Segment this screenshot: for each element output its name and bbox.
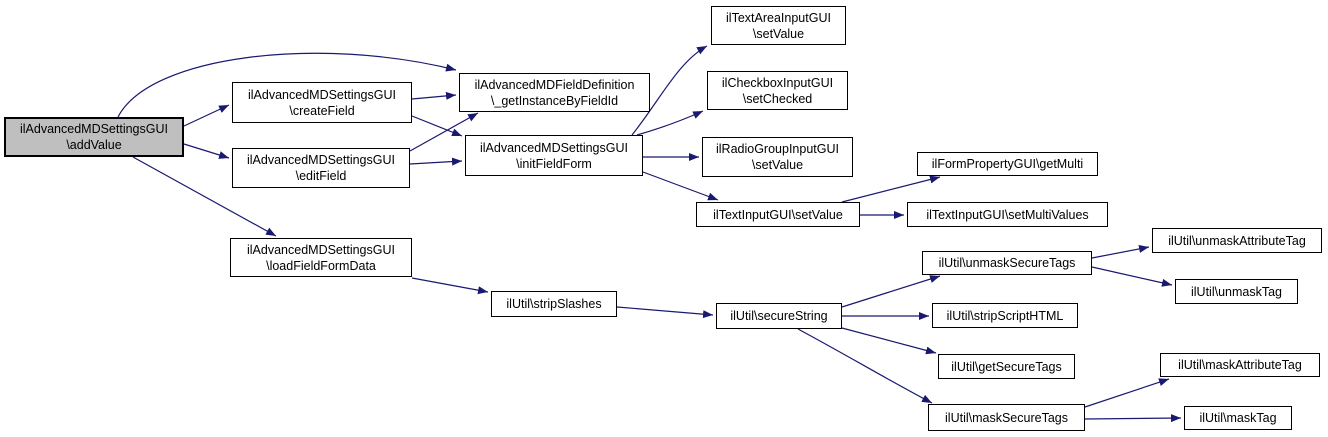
node-label: \createField: [289, 103, 355, 118]
node-label: ilAdvancedMDSettingsGUI: [247, 242, 395, 257]
node-label: ilUtil\secureString: [730, 309, 828, 323]
edge-loadfieldformdata-stripslashes: [411, 277, 489, 295]
node-label: ilUtil\maskAttributeTag: [1178, 358, 1302, 372]
edge-masksecuretags-maskattributetag: [1084, 378, 1170, 408]
node-masksecuretags[interactable]: ilUtil\maskSecureTags: [928, 404, 1085, 431]
node-addvalue: ilAdvancedMDSettingsGUI \addValue: [4, 117, 184, 157]
node-label: ilAdvancedMDSettingsGUI: [248, 87, 396, 102]
node-label: ilUtil\maskTag: [1199, 411, 1277, 425]
node-label: ilCheckboxInputGUI: [721, 75, 834, 90]
edge-initfieldform-textareasetvalue: [631, 45, 708, 136]
edge-securestring-masksecuretags: [797, 328, 933, 404]
node-label: ilUtil\unmaskAttributeTag: [1168, 233, 1306, 248]
node-label: ilUtil\stripScriptHTML: [946, 308, 1064, 323]
node-label: \editField: [295, 169, 347, 183]
node-label: ilAdvancedMDFieldDefinition: [474, 77, 635, 92]
edge-initfieldform-textsetvalue: [642, 171, 719, 201]
node-label: ilUtil\unmaskSecureTags: [938, 256, 1076, 270]
node-stripslashes[interactable]: ilUtil\stripSlashes: [491, 291, 617, 317]
node-textareasetvalue[interactable]: ilTextAreaInputGUI \setValue: [711, 6, 846, 45]
node-label: ilAdvancedMDSettingsGUI: [247, 153, 395, 167]
node-label: ilTextInputGUI\setValue: [713, 207, 843, 222]
edge-createfield-getinstancebyfieldid: [411, 91, 457, 100]
node-loadfieldformdata[interactable]: ilAdvancedMDSettingsGUI \loadFieldFormDa…: [230, 238, 412, 277]
node-editfield[interactable]: ilAdvancedMDSettingsGUI \editField: [232, 148, 410, 188]
edge-addvalue-createfield: [183, 104, 230, 127]
node-label: \setValue: [751, 158, 804, 172]
edge-createfield-initfieldform: [411, 115, 463, 137]
node-initfieldform[interactable]: ilAdvancedMDSettingsGUI \initFieldForm: [465, 135, 643, 176]
node-label: ilAdvancedMDSettingsGUI: [20, 122, 168, 136]
edge-editfield-getinstancebyfieldid: [409, 112, 479, 152]
node-label: ilRadioGroupInputGUI: [716, 142, 839, 156]
edge-addvalue-loadfieldformdata: [132, 156, 277, 237]
node-checkboxsetchecked[interactable]: ilCheckboxInputGUI \setChecked: [707, 71, 848, 110]
node-label: ilUtil\getSecureTags: [951, 359, 1062, 374]
node-securestring[interactable]: ilUtil\secureString: [716, 303, 842, 329]
node-label: ilUtil\unmaskTag: [1190, 284, 1282, 299]
node-stripscripthtml[interactable]: ilUtil\stripScriptHTML: [932, 303, 1078, 328]
node-unmasksecuretags[interactable]: ilUtil\unmaskSecureTags: [922, 251, 1092, 275]
edge-unmasksecuretags-unmaskattributetag: [1091, 244, 1150, 259]
node-createfield[interactable]: ilAdvancedMDSettingsGUI \createField: [232, 82, 412, 123]
edge-unmasksecuretags-unmasktag: [1091, 266, 1173, 287]
edge-editfield-initfieldform: [409, 157, 463, 166]
node-label: \setChecked: [742, 91, 813, 106]
node-label: ilUtil\maskSecureTags: [945, 410, 1068, 425]
node-label: \initFieldForm: [516, 156, 592, 171]
node-unmasktag[interactable]: ilUtil\unmaskTag: [1175, 279, 1298, 304]
node-radiosetvalue[interactable]: ilRadioGroupInputGUI \setValue: [702, 137, 853, 177]
node-label: \setValue: [752, 26, 805, 41]
node-setmultivalues[interactable]: ilTextInputGUI\setMultiValues: [907, 202, 1108, 227]
node-maskattributetag[interactable]: ilUtil\maskAttributeTag: [1160, 353, 1320, 377]
node-label: ilAdvancedMDSettingsGUI: [480, 140, 628, 155]
node-masktag[interactable]: ilUtil\maskTag: [1184, 406, 1292, 430]
node-getmulti[interactable]: ilFormPropertyGUI\getMulti: [917, 152, 1098, 176]
edge-addvalue-editfield: [183, 143, 230, 159]
node-label: ilFormPropertyGUI\getMulti: [931, 157, 1084, 171]
edge-addvalue-getinstancebyfieldid: [117, 52, 457, 118]
node-label: ilTextInputGUI\setMultiValues: [926, 207, 1089, 222]
node-textsetvalue[interactable]: ilTextInputGUI\setValue: [696, 202, 860, 227]
node-label: \_getInstanceByFieldId: [490, 93, 619, 108]
edge-securestring-unmasksecuretags: [841, 275, 941, 308]
node-getinstancebyfieldid[interactable]: ilAdvancedMDFieldDefinition \_getInstanc…: [459, 73, 650, 112]
edge-textsetvalue-getmulti: [841, 175, 941, 203]
edge-stripslashes-securestring: [616, 306, 714, 319]
edge-initfieldform-checkboxsetchecked: [636, 110, 704, 136]
edge-masksecuretags-masktag: [1084, 414, 1182, 423]
node-label: \addValue: [66, 138, 122, 152]
node-unmaskattributetag[interactable]: ilUtil\unmaskAttributeTag: [1152, 228, 1322, 253]
node-getsecuretags[interactable]: ilUtil\getSecureTags: [938, 354, 1075, 379]
edge-securestring-getsecuretags: [841, 327, 937, 355]
node-label: \loadFieldFormData: [266, 258, 376, 273]
node-label: ilTextAreaInputGUI: [726, 10, 831, 25]
node-label: ilUtil\stripSlashes: [506, 297, 602, 311]
